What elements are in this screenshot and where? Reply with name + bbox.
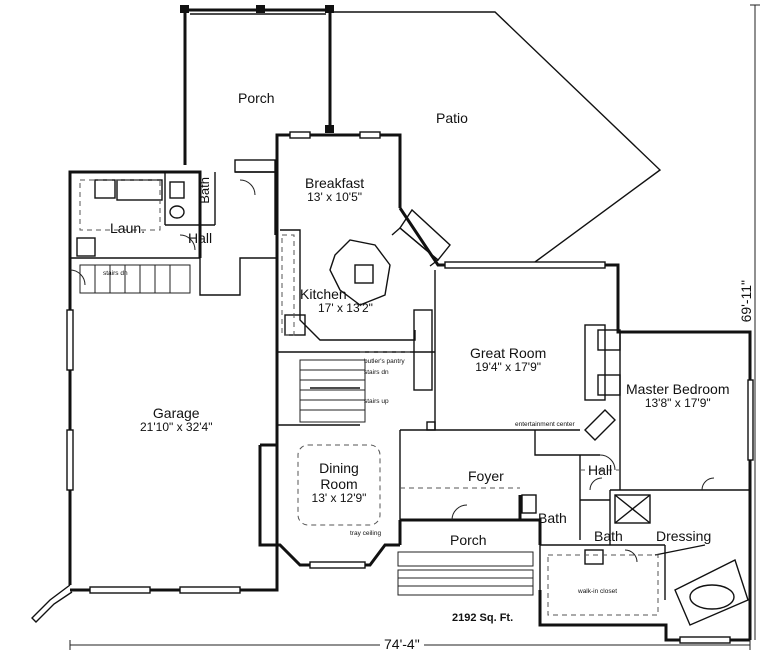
windows: [66, 131, 754, 644]
note-stairs-dn-garage: stairs dn: [103, 270, 128, 277]
breakfast-dims: 13' x 10'5": [307, 190, 363, 205]
foyer-label: Foyer: [468, 468, 504, 484]
patio-outline: [330, 11, 662, 263]
bath-foyer-label: Bath: [538, 510, 567, 526]
kitchen-room: Kitchen 17' x 13'2": [300, 286, 373, 316]
note-stairs-up: stairs up: [364, 398, 389, 405]
porch-front-label: Porch: [450, 532, 487, 548]
stairs-garage: [79, 264, 191, 294]
kitchen-label: Kitchen: [300, 286, 347, 302]
hall-lower-label: Hall: [588, 462, 613, 478]
bath-upper-label: Bath: [197, 177, 212, 204]
porch-top-label: Porch: [238, 90, 275, 106]
note-butlers-pantry: butler's pantry: [364, 358, 405, 365]
note-walk-in-closet: walk-in closet: [578, 588, 618, 595]
interior-walls: [70, 159, 750, 600]
garage-room: Garage 21'10" x 32'4": [140, 405, 213, 435]
hall-upper-label: Hall: [188, 230, 213, 246]
dining-room: Dining Room 13' x 12'9": [304, 460, 374, 506]
great-room-dims: 19'4" x 17'9": [475, 360, 542, 375]
breakfast-room: Breakfast 13' x 10'5": [305, 175, 364, 205]
porch-top-structure: [180, 5, 334, 165]
master-bedroom-dims: 13'8" x 17'9": [644, 396, 711, 411]
kitchen-fixtures: [280, 229, 436, 431]
stairs-center: [299, 359, 366, 423]
great-room-label: Great Room: [470, 345, 547, 361]
doors: [69, 179, 715, 563]
bath-master-label: Bath: [594, 528, 623, 544]
dashed-lines: [360, 351, 620, 489]
note-tray-ceiling: tray ceiling: [350, 530, 382, 537]
great-room: Great Room 19'4" x 17'9": [470, 345, 546, 375]
entertainment-center: [584, 324, 621, 441]
note-entertainment-center: entertainment center: [515, 421, 575, 428]
garage-walk: [31, 584, 73, 623]
dressing-label: Dressing: [656, 528, 712, 544]
depth-dimension: 69'-11": [738, 280, 755, 323]
fireplace: [391, 208, 451, 267]
note-stairs-dn: stairs dn: [364, 369, 389, 376]
dining-dims: 13' x 12'9": [311, 491, 367, 506]
kitchen-dims: 17' x 13'2": [318, 301, 373, 316]
laundry-fixtures: [76, 179, 185, 257]
width-dimension: 74'-4": [380, 636, 424, 653]
garage-label: Garage: [152, 405, 200, 421]
garage-dims: 21'10" x 32'4": [140, 420, 213, 435]
master-bath-fixtures: [521, 494, 749, 626]
dining-tray-ceiling: [297, 444, 381, 526]
exterior-walls: [68, 133, 752, 642]
laundry-label: Laun.: [110, 220, 146, 236]
dining-label-line1: Dining: [319, 460, 359, 476]
dimension-lines: [69, 4, 760, 650]
master-bedroom-label: Master Bedroom: [626, 381, 730, 397]
patio-label: Patio: [436, 110, 468, 126]
stairs-front-porch: [397, 551, 534, 596]
breakfast-label: Breakfast: [305, 175, 365, 191]
master-bedroom: Master Bedroom 13'8" x 17'9": [626, 381, 729, 411]
total-area: 2192 Sq. Ft.: [452, 612, 514, 624]
dining-label-line2: Room: [320, 476, 358, 493]
